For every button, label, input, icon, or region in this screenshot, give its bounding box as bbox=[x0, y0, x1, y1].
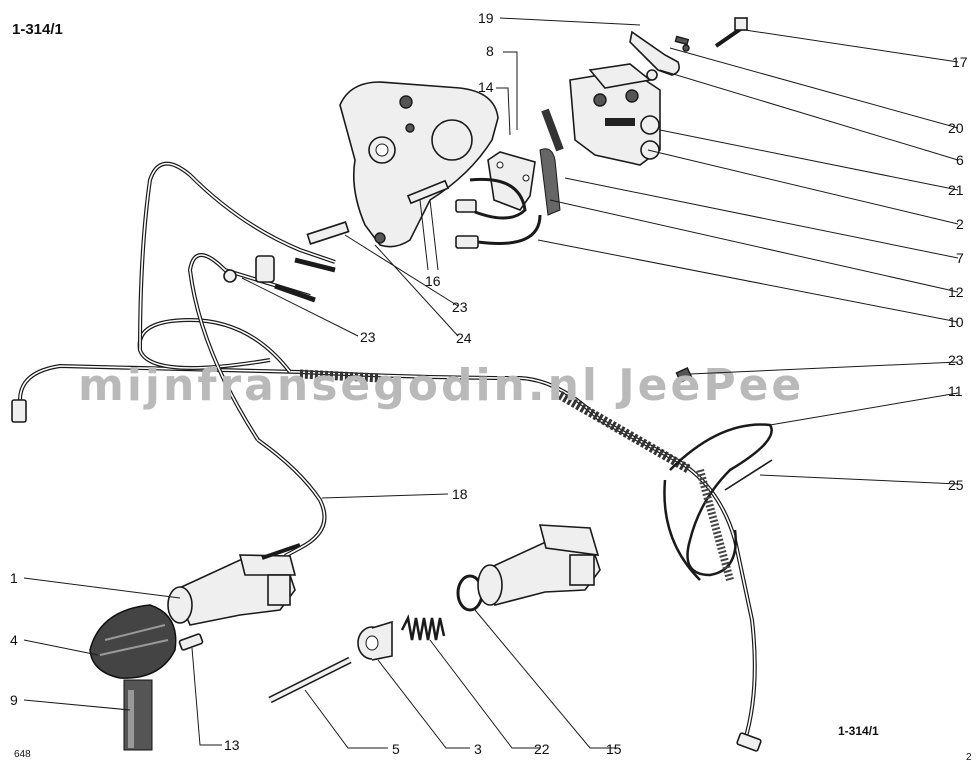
callout-4: 4 bbox=[10, 632, 18, 648]
callout-23-right: 23 bbox=[948, 352, 964, 368]
callout-labels: 19 8 14 17 20 6 21 2 7 12 10 16 23 24 23… bbox=[10, 10, 968, 757]
callout-9: 9 bbox=[10, 692, 18, 708]
cylinder-body bbox=[477, 524, 601, 606]
linkage-hardware bbox=[629, 17, 748, 81]
callout-6: 6 bbox=[956, 152, 964, 168]
hydraulic-pipe bbox=[11, 161, 762, 752]
callout-24: 24 bbox=[456, 330, 472, 346]
callout-22: 22 bbox=[534, 741, 550, 757]
rubber-boot bbox=[89, 604, 177, 679]
callout-11: 11 bbox=[948, 383, 963, 399]
callout-2: 2 bbox=[956, 216, 964, 232]
push-rod-sleeve bbox=[123, 679, 153, 751]
callout-7: 7 bbox=[956, 250, 964, 266]
callout-10: 10 bbox=[948, 314, 964, 330]
callout-12: 12 bbox=[948, 284, 964, 300]
callout-1: 1 bbox=[10, 570, 18, 586]
callout-3: 3 bbox=[474, 741, 482, 757]
callout-23-top: 23 bbox=[452, 299, 468, 315]
callout-25: 25 bbox=[948, 477, 964, 493]
piston bbox=[357, 620, 393, 661]
master-cylinder-bracket bbox=[455, 148, 561, 249]
watermark: mijnfransegodin.nl JeePee bbox=[78, 360, 804, 411]
callout-5: 5 bbox=[392, 741, 400, 757]
master-cylinder bbox=[541, 63, 661, 166]
callout-23-left: 23 bbox=[360, 329, 376, 345]
callout-17: 17 bbox=[952, 54, 968, 70]
callout-8: 8 bbox=[486, 43, 494, 59]
studs-and-bolts bbox=[223, 179, 693, 383]
callout-21: 21 bbox=[948, 182, 964, 198]
gearbox-housing bbox=[339, 81, 499, 248]
figure-reference-bottom: 1-314/1 bbox=[838, 724, 879, 738]
figure-code: 648 bbox=[14, 749, 31, 760]
pipe-bracket bbox=[663, 423, 773, 582]
slave-cylinder bbox=[167, 543, 301, 626]
figure-reference-top: 1-314/1 bbox=[12, 21, 63, 38]
callout-15: 15 bbox=[606, 741, 622, 757]
callout-13: 13 bbox=[224, 737, 240, 753]
page-mark: 2 bbox=[966, 752, 972, 763]
callout-19: 19 bbox=[478, 10, 494, 26]
bleed-screw bbox=[178, 633, 204, 651]
push-rod bbox=[268, 656, 352, 704]
callout-14: 14 bbox=[478, 79, 494, 95]
spring bbox=[400, 614, 446, 641]
callout-16: 16 bbox=[425, 273, 441, 289]
callout-20: 20 bbox=[948, 120, 964, 136]
callout-18: 18 bbox=[452, 486, 468, 502]
leader-lines bbox=[23, 17, 959, 749]
